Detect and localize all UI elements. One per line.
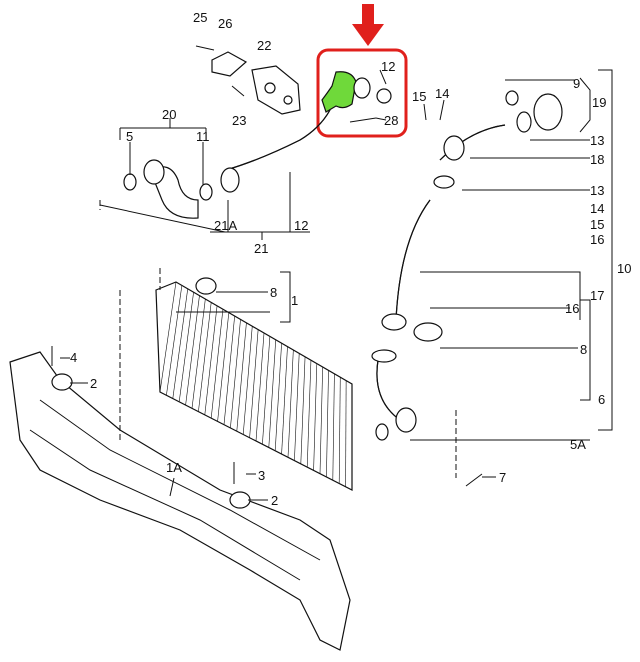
callout-4[interactable]: 4 [70, 350, 77, 365]
callout-8-right[interactable]: 8 [580, 342, 587, 357]
radiator-fin [230, 319, 241, 428]
highlight-box [316, 48, 408, 138]
radiator-fin [274, 343, 282, 451]
radiator-fin [313, 363, 318, 471]
callout-22[interactable]: 22 [257, 38, 271, 53]
callouts: 25 26 22 23 20 5 11 21A 12 21 12 28 15 1… [70, 10, 631, 508]
callout-18[interactable]: 18 [590, 152, 604, 167]
callout-12-lower[interactable]: 12 [294, 218, 308, 233]
callout-13-upper[interactable]: 13 [590, 133, 604, 148]
callout-21[interactable]: 21 [254, 241, 268, 256]
radiator-fin [242, 326, 253, 435]
radiator-fin [166, 285, 183, 396]
radiator-fin [236, 322, 247, 432]
callout-7[interactable]: 7 [499, 470, 506, 485]
radiator-fin [178, 292, 194, 402]
callout-15[interactable]: 15 [412, 89, 426, 104]
radiator-fin [223, 315, 235, 425]
radiator-fin [281, 346, 288, 455]
radiator-fin [300, 356, 306, 464]
callout-11[interactable]: 11 [196, 129, 210, 144]
callout-19[interactable]: 19 [592, 95, 606, 110]
radiator-fin [319, 366, 323, 474]
callout-16[interactable]: 16 [565, 301, 579, 316]
callout-17[interactable]: 17 [590, 288, 604, 303]
leader-lines [60, 69, 613, 501]
bracket-assembly [195, 45, 301, 115]
highlight-arrow-icon [352, 4, 384, 46]
radiator-fin [204, 305, 218, 415]
radiator-fin [326, 370, 329, 477]
radiator-fin [332, 373, 335, 481]
callout-1[interactable]: 1 [291, 293, 298, 308]
callout-13-lower[interactable]: 13 [590, 183, 604, 198]
radiator-fin [217, 312, 230, 422]
radiator-fin [172, 288, 189, 399]
callout-3[interactable]: 3 [258, 468, 265, 483]
radiator-fin [255, 332, 265, 442]
radiator-fin [345, 380, 347, 487]
radiator-fin [306, 360, 312, 468]
radiator-fin [191, 298, 206, 409]
callout-1A[interactable]: 1A [166, 460, 182, 475]
lock-carrier [9, 346, 351, 651]
callout-26[interactable]: 26 [218, 16, 232, 31]
callout-9[interactable]: 9 [573, 76, 580, 91]
callout-12-upper[interactable]: 12 [381, 59, 395, 74]
callout-5[interactable]: 5 [126, 129, 133, 144]
callout-21A[interactable]: 21A [214, 218, 237, 233]
radiator-fin [268, 339, 277, 448]
callout-16-right[interactable]: 16 [590, 232, 604, 247]
charge-air-hose-left [123, 109, 331, 219]
radiator-fin [185, 295, 200, 406]
callout-20[interactable]: 20 [162, 107, 176, 122]
intercooler [155, 277, 353, 491]
callout-23[interactable]: 23 [232, 113, 246, 128]
callout-5A[interactable]: 5A [570, 437, 586, 452]
callout-14-right[interactable]: 14 [590, 201, 604, 216]
callout-8-left[interactable]: 8 [270, 285, 277, 300]
callout-2-lower[interactable]: 2 [271, 493, 278, 508]
charge-air-hose-right [371, 90, 563, 487]
callout-2-upper[interactable]: 2 [90, 376, 97, 391]
radiator-fin [294, 353, 300, 461]
callout-14[interactable]: 14 [435, 86, 449, 101]
callout-6[interactable]: 6 [598, 392, 605, 407]
radiator-fin [262, 336, 271, 445]
callout-28[interactable]: 28 [384, 113, 398, 128]
callout-10[interactable]: 10 [617, 261, 631, 276]
radiator-fin [249, 329, 259, 438]
callout-15-right[interactable]: 15 [590, 217, 604, 232]
radiator-fin [159, 281, 177, 393]
radiator-fin [338, 377, 341, 484]
callout-25[interactable]: 25 [193, 10, 207, 25]
radiator-fin [287, 349, 294, 458]
radiator-fin [198, 302, 212, 412]
highlighted-hose-part[interactable] [321, 71, 392, 123]
radiator-fin [210, 309, 224, 419]
